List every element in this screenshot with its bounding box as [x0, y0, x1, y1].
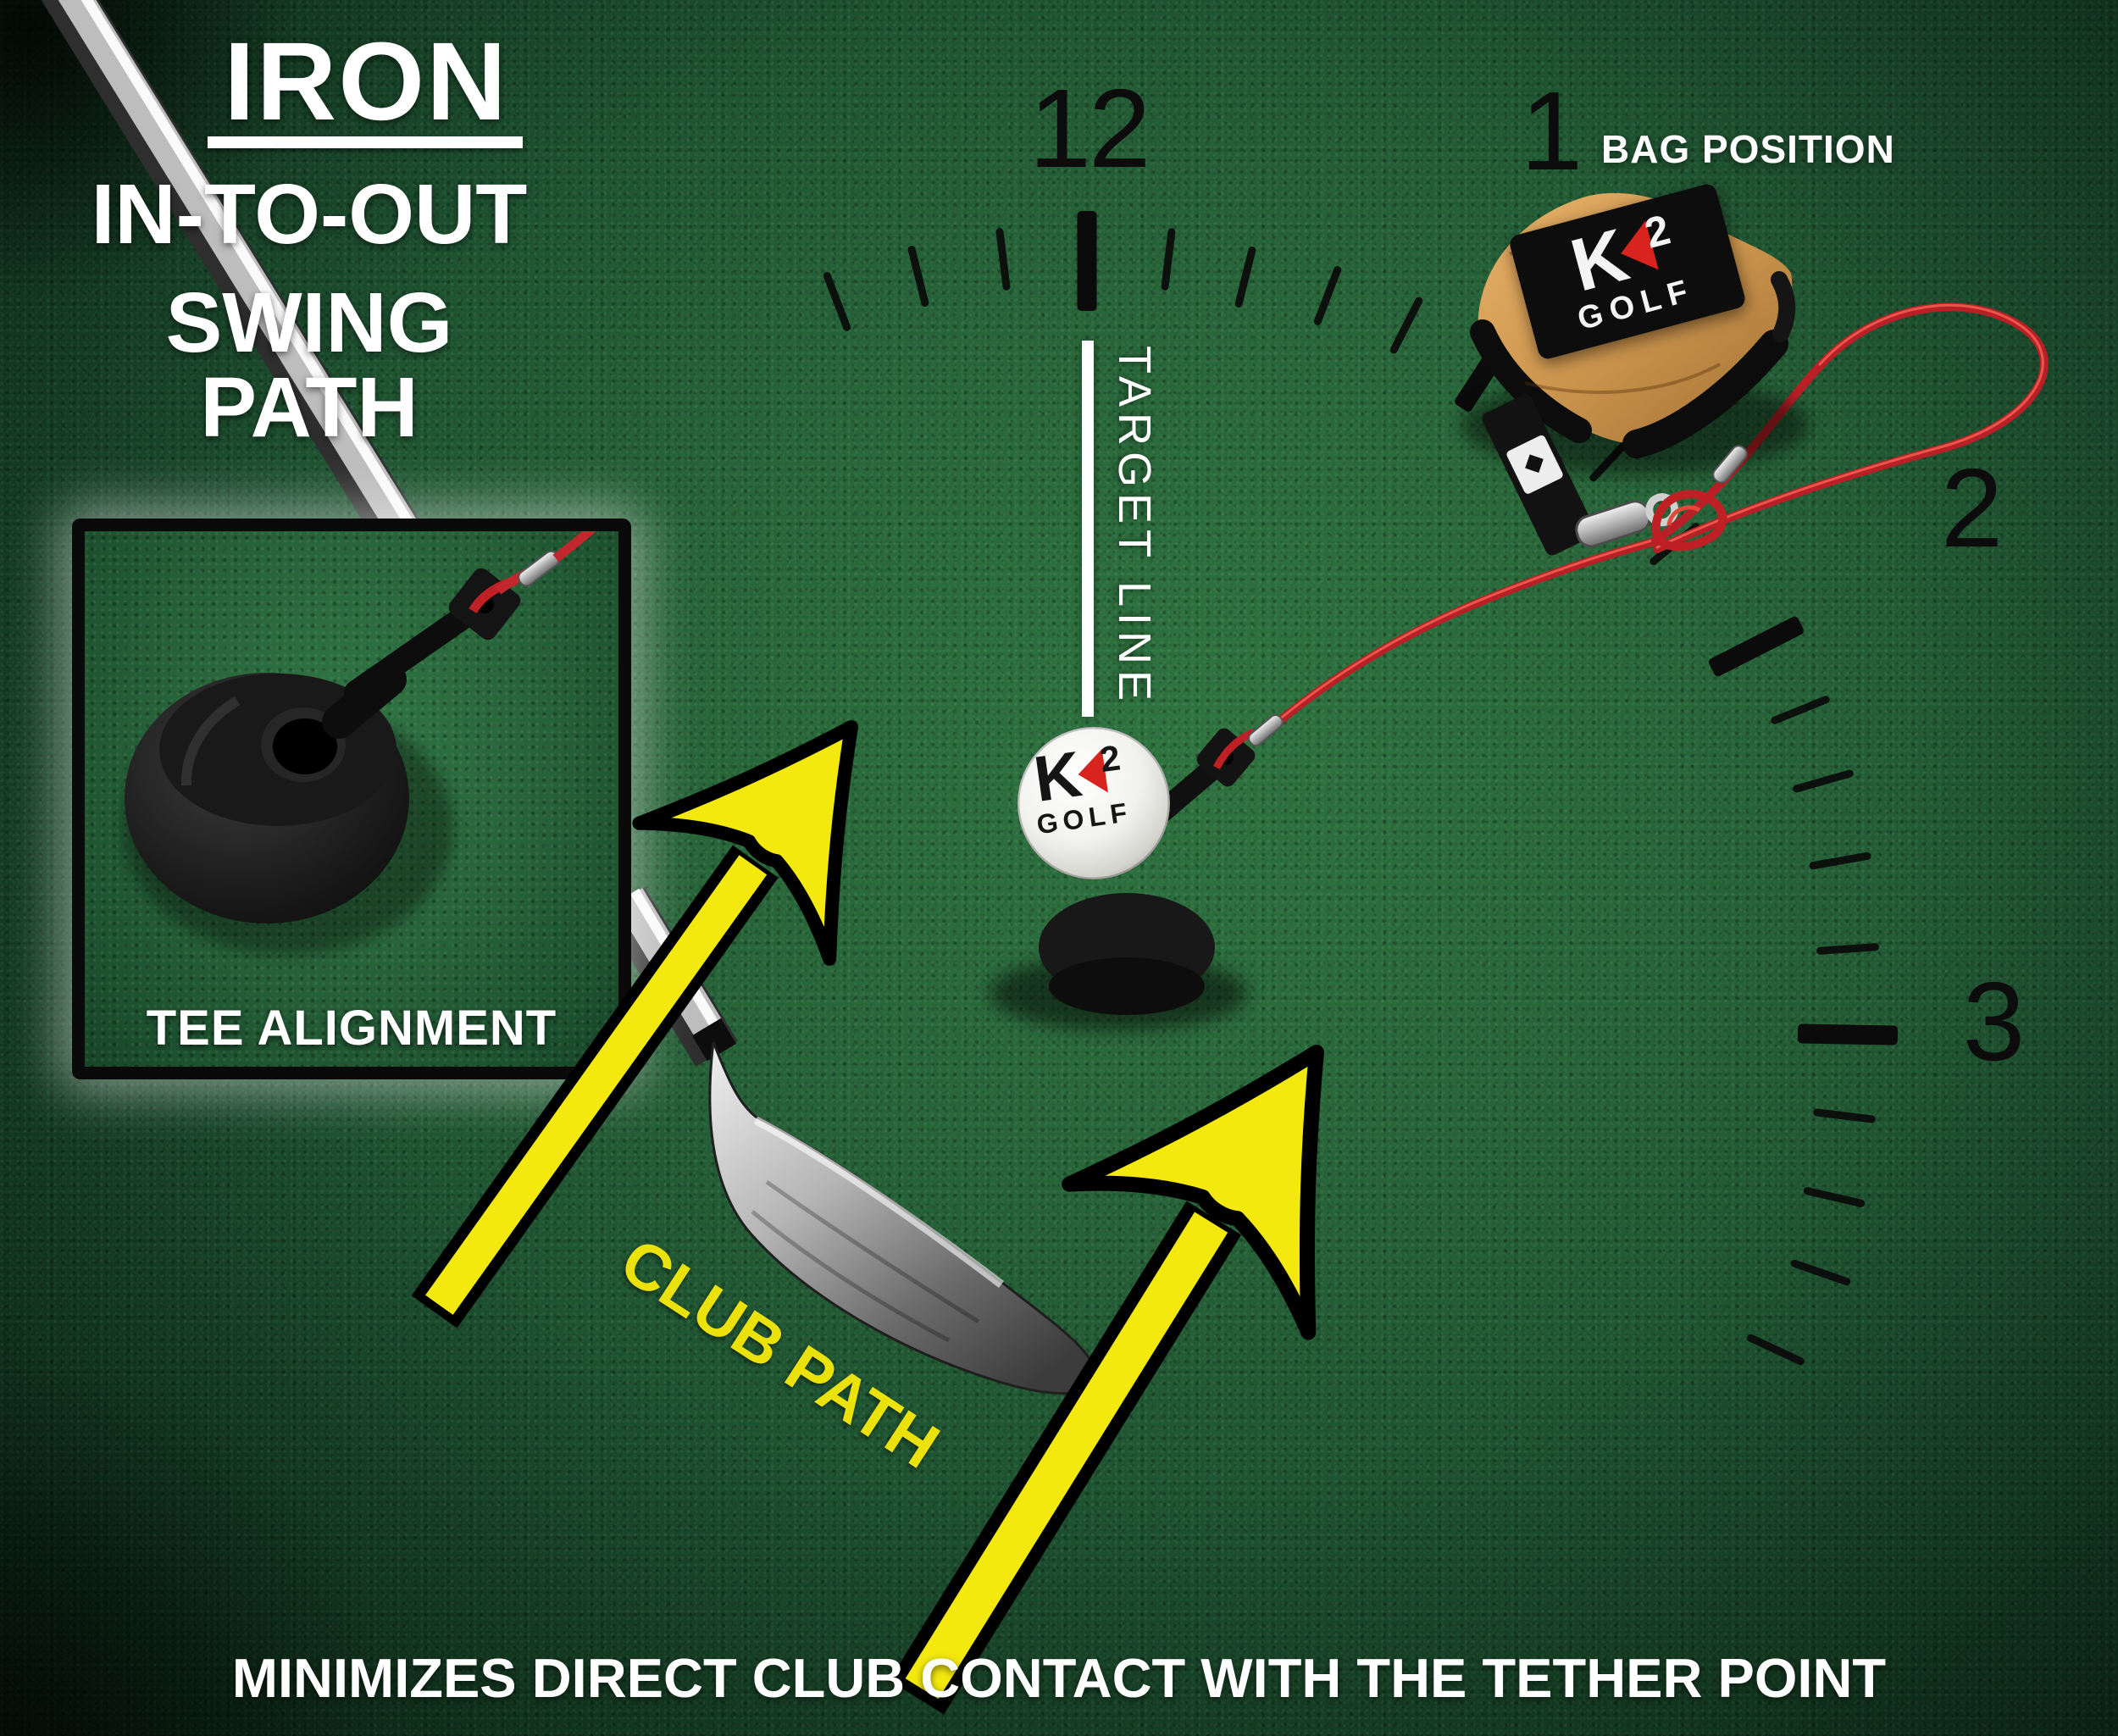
inset-artwork — [123, 531, 596, 955]
golf-club-shaft-upper — [41, 0, 419, 546]
bottom-caption: MINIMIZES DIRECT CLUB CONTACT WITH THE T… — [231, 1647, 1887, 1709]
title-line2: IN-TO-OUT — [91, 167, 528, 262]
metal-clasp — [1575, 493, 1679, 548]
cord-knot — [1651, 490, 1727, 552]
clock-number-2: 2 — [1940, 446, 2003, 570]
bag-strap-and-clasp — [1482, 394, 1748, 556]
target-line-bar — [1082, 341, 1094, 717]
target-line-label: TARGET LINE — [1109, 346, 1160, 707]
clock-number-3: 3 — [1962, 959, 2025, 1084]
tee-hole — [273, 718, 337, 774]
club-path-arrow-lower — [889, 1045, 1324, 1715]
title-underline — [208, 136, 523, 148]
bag-position-label: BAG POSITION — [1601, 127, 1895, 171]
clock-major-tick — [1077, 211, 1097, 311]
ball-tee-assembly — [990, 713, 1284, 1030]
tee-alignment-label: TEE ALIGNMENT — [146, 1001, 557, 1056]
clock-number-1: 1 — [1520, 69, 1583, 193]
corner-shadow — [0, 1346, 457, 1736]
inset-photo-tee-alignment: TEE ALIGNMENT — [72, 519, 631, 1079]
golf-ball — [1017, 727, 1170, 879]
cord-crimp — [1712, 445, 1748, 484]
tee-swivel-arm — [344, 602, 480, 704]
cord-crimp — [1248, 713, 1284, 747]
title-word: IRON — [224, 19, 508, 143]
clock-number-12: 12 — [1029, 66, 1151, 191]
club-path-arrow-upper — [411, 720, 858, 1328]
title-line3: SWING PATH — [165, 275, 453, 455]
